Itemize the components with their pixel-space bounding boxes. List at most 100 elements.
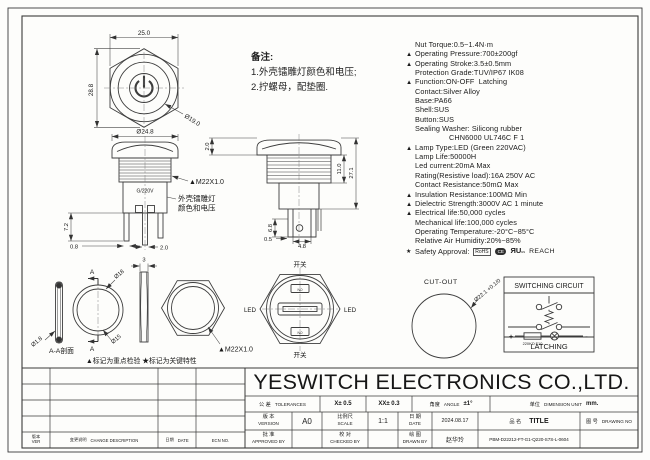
spec-text: Contact Resistance:50mΩ Max — [415, 180, 519, 190]
front-view-dims — [94, 34, 184, 128]
scale-label-cn: 比例尺 — [337, 414, 353, 421]
dim-term-thk: 0.5 — [264, 237, 272, 243]
dim-mid-cap: 2.0 — [205, 142, 211, 150]
dim-pin-len: 7.2 — [64, 223, 70, 231]
mid-view — [209, 134, 359, 246]
dim-mid-total: 27.1 — [349, 167, 355, 178]
side-view — [68, 134, 189, 250]
spec-text: Rating(Resistive load):16A 250V AC — [415, 170, 536, 180]
circuit-plus: + — [509, 334, 513, 341]
spec-line: Sealing Washer: Silicong rubber — [406, 124, 642, 133]
circuit-minus: - — [585, 332, 588, 341]
spec-text: Lamp Type:LED (Green 220VAC) — [415, 142, 526, 152]
tolerances-label: 公 差 TOLERANCES — [245, 396, 320, 412]
spec-marker: ▲ — [406, 60, 413, 68]
tolerance-angle: 角度 ANGLE ±1° — [412, 396, 490, 412]
voltage-marking: G/220V — [137, 189, 155, 195]
spec-list: Nut Torque:0.5~1.4N·m ▲ Operating Pressu… — [406, 40, 642, 246]
change-ver-header: 版本 VER — [22, 432, 50, 448]
spec-text: Contact:Silver Alloy — [415, 86, 480, 96]
change-ecn-header: ECN NO. — [211, 437, 230, 443]
date-label-en: DATE — [409, 421, 421, 427]
spec-line: Button:SUS — [406, 115, 642, 124]
scale-label-en: SCALE — [337, 421, 353, 427]
dim-front-height: 28.8 — [88, 83, 95, 96]
spec-line: ▲ Dielectric Strength:3000V AC 1 minute — [406, 199, 642, 208]
spec-text: Operating Stroke:3.5±0.5mm — [415, 58, 512, 68]
change-desc-cn: 变更说明 — [69, 437, 87, 442]
spec-text: Lamp Life:50000H — [415, 152, 477, 162]
spec-text: CHN6000 UL746C F 1 — [415, 133, 525, 143]
circuit-title: SWITCHING CIRCUIT — [514, 283, 584, 290]
change-date-en: DATE — [177, 437, 189, 443]
spec-line: ▲ Insulation Resistance:100MΩ Min — [406, 190, 642, 199]
spec-line: ▲ Electrical life:50,000 cycles — [406, 208, 642, 217]
spec-line: Rating(Resistive load):16A 250V AC — [406, 171, 642, 180]
spec-line: Base:PA66 — [406, 96, 642, 105]
remark-line-1: 1.外壳镭雕灯颜色和电压; — [251, 67, 357, 78]
drawn-label-en: DRAWN BY — [402, 439, 428, 445]
dim-button-dia: Ø19.0 — [183, 113, 202, 128]
shell-annotation-2: 颜色和电压 — [178, 203, 216, 213]
drawn-label: 绘 图 DRAWN BY — [398, 430, 432, 448]
cutout-label: CUT-OUT — [424, 279, 458, 286]
circuit-mode: LATCHING — [530, 342, 568, 351]
tolerance-x: X± 0.5 — [334, 401, 352, 407]
shell-annotation-1: 外壳镭雕灯 — [178, 193, 216, 203]
checked-label-cn: 校 对 — [339, 432, 351, 439]
safety-approval-line: ★ Safety Approval: RoHS CE ЯUus REACH — [406, 246, 642, 257]
cutout-view — [411, 293, 479, 359]
spec-panel: Nut Torque:0.5~1.4N·m ▲ Operating Pressu… — [406, 40, 642, 257]
part-number: PBM-D22212-FT-G1-Q220-S7S-L-0604 — [489, 436, 569, 442]
spec-line: Protection Grade:TUV/IP67 IK08 — [406, 68, 642, 77]
circuit-resistor: 220KΩ F10 — [523, 341, 544, 346]
spec-text: Operating Temperature:-20°C~85°C — [415, 226, 535, 236]
rohs-badge-icon: RoHS — [472, 247, 492, 256]
bottom-label-led-right: LED — [344, 307, 357, 314]
drawn-value: 赵华玲 — [445, 437, 464, 444]
bottom-label-top: 开关 — [294, 260, 308, 269]
reach-badge: REACH — [529, 247, 555, 255]
spec-text: Shell:SUS — [415, 105, 450, 115]
unit-label-cn: 单位 — [529, 401, 540, 408]
change-desc-header: 变更说明 CHANGE DESCRIPTION — [50, 432, 158, 448]
spec-text: Dielectric Strength:3000V AC 1 minute — [415, 198, 544, 208]
ul-badge-sub: us — [521, 249, 526, 254]
change-date-header: 日期 DATE — [158, 432, 196, 448]
spec-marker: ▲ — [406, 200, 413, 208]
title-label: 品 名 TITLE — [478, 412, 580, 430]
spec-text: Insulation Resistance:100MΩ Min — [415, 189, 527, 199]
terminal-mark-top: NO — [297, 288, 302, 292]
dim-front-width: 25.0 — [138, 30, 151, 37]
tolerances-label-cn: 公 差 — [259, 401, 271, 408]
version-label-cn: 版 本 — [262, 414, 275, 421]
approved-label: 批 准 APPROVED BY — [245, 430, 292, 448]
section-arrow-bottom: A — [90, 346, 95, 353]
spec-text: Sealing Washer: Silicong rubber — [415, 124, 523, 134]
spec-line: Nut Torque:0.5~1.4N·m — [406, 40, 642, 49]
drawing-no-label-en: DRAWING NO — [601, 418, 633, 424]
spec-text: Relative Air Humidity:20%~85% — [415, 236, 521, 246]
spec-line: ▲ Operating Pressure:700±200gf — [406, 49, 642, 58]
spec-text: Mechanical life:100,000 cycles — [415, 217, 517, 227]
spec-marker: ▲ — [406, 191, 413, 199]
spec-line: Lamp Life:50000H — [406, 152, 642, 161]
cutout-dim: Ø22.1 +0.1/0 — [473, 278, 502, 303]
approved-label-en: APPROVED BY — [252, 439, 285, 445]
title-label-en: TITLE — [529, 417, 549, 425]
spec-text: Button:SUS — [415, 114, 455, 124]
version-label-en: VERSION — [258, 421, 279, 427]
spec-text: Electrical life:50,000 cycles — [415, 208, 506, 218]
spec-marker: ▲ — [406, 210, 413, 218]
spec-marker: ▲ — [406, 79, 413, 87]
front-view — [94, 34, 184, 132]
spec-text: Function:ON-OFF Latching — [415, 77, 508, 87]
dim-term-w: 4.8 — [298, 244, 306, 250]
drawing-no-label-cn: 图 号 — [585, 418, 598, 425]
spec-text: Nut Torque:0.5~1.4N·m — [415, 40, 494, 49]
unit-label-en: DIMENSION UNIT — [544, 401, 583, 407]
change-desc-en: CHANGE DESCRIPTION — [90, 437, 139, 443]
checked-label-en: CHECKED BY — [330, 439, 360, 445]
